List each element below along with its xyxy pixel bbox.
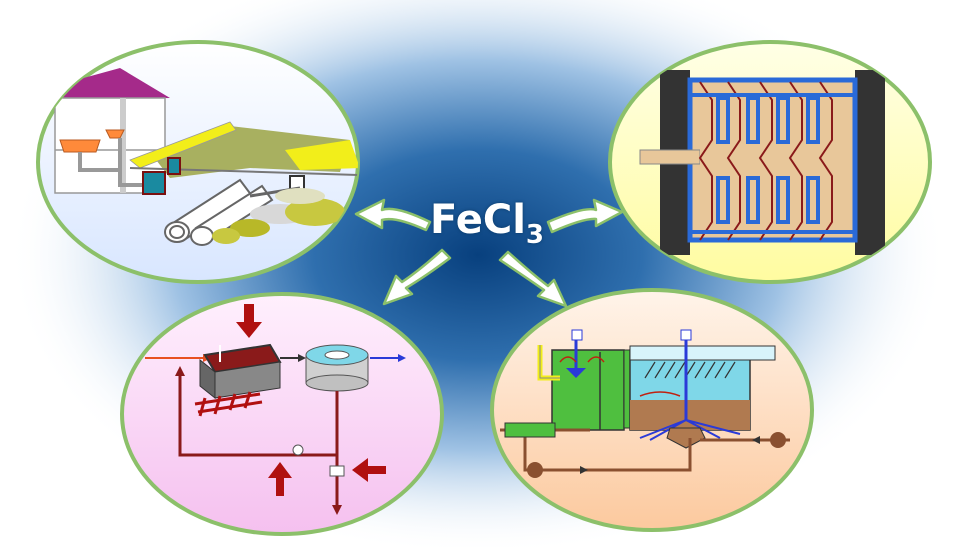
dose-arrow-top xyxy=(236,322,262,338)
sewer-panel xyxy=(36,40,360,284)
sludge-hopper xyxy=(666,427,706,449)
arrow-to-sewer xyxy=(354,198,432,232)
pump-right xyxy=(770,432,786,448)
flow-arrows xyxy=(354,198,624,308)
round-clarifier xyxy=(305,344,369,392)
sewer-pipes xyxy=(164,178,274,246)
arrow-to-plate xyxy=(546,198,624,234)
diffuser xyxy=(194,391,263,417)
fecl3-label: FeCl3 xyxy=(430,190,550,250)
formula-base: FeCl xyxy=(430,197,526,243)
dose-arrow-bottom xyxy=(268,462,292,478)
coagulation-panel xyxy=(120,292,444,536)
formula-subscript: 3 xyxy=(525,220,544,250)
ground-yellow xyxy=(129,121,237,169)
manhole-left xyxy=(142,171,166,195)
pump-left xyxy=(527,462,543,478)
sludge xyxy=(212,188,345,244)
plate-filter-panel xyxy=(608,40,932,284)
filter-plates xyxy=(698,81,833,241)
sludge-return xyxy=(178,372,339,510)
house-roof xyxy=(40,68,170,100)
lamella-panel xyxy=(490,288,814,532)
bathtub xyxy=(59,139,101,153)
arrow-to-lamella xyxy=(498,250,568,308)
arrow-to-coag xyxy=(382,248,452,306)
dose-arrow-right xyxy=(352,458,368,482)
